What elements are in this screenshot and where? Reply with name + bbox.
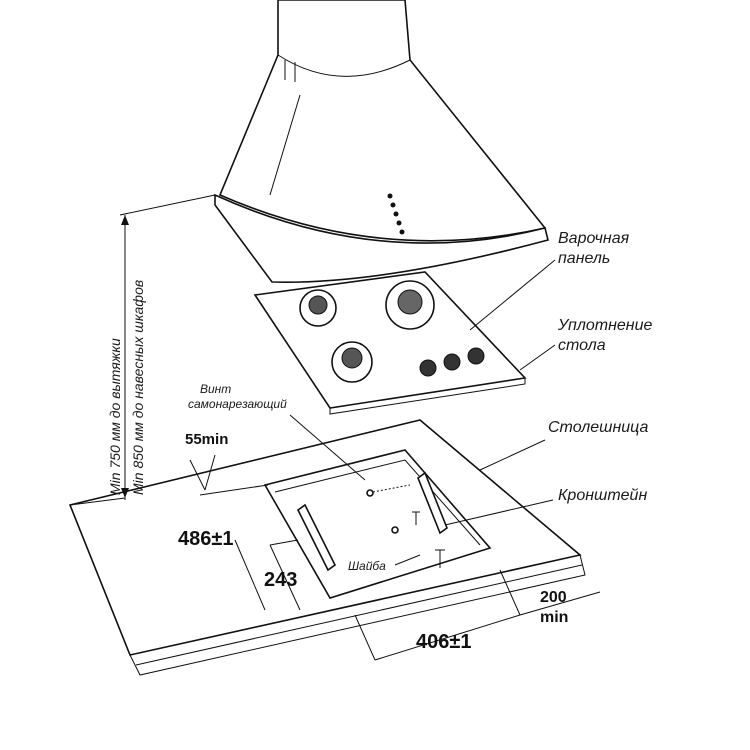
dim-cabinet-height: Min 850 мм до навесных шкафов: [130, 280, 146, 495]
dim-406-lines: [354, 569, 521, 661]
gas-hob: [253, 271, 527, 415]
dim-55min: 55min: [185, 431, 228, 448]
burner-icon: [299, 289, 337, 327]
dim-55-lines: [189, 454, 216, 491]
dim-406: 406±1: [416, 631, 471, 653]
dim-486-lines: [199, 484, 269, 611]
label-seal-1: Уплотнение: [557, 317, 653, 334]
label-hob-2: панель: [558, 250, 610, 267]
dim-200: 200: [540, 589, 567, 606]
hood-buttons-icon: [387, 193, 405, 235]
countertop: [68, 419, 586, 676]
dim-243-lines: [269, 539, 301, 611]
dim-200-min: min: [540, 609, 568, 626]
burner-icon: [331, 341, 373, 383]
label-seal-2: стола: [558, 337, 606, 354]
label-screw-2: самонарезающий: [188, 397, 287, 411]
bracket-icon: [296, 471, 448, 572]
label-countertop: Столешница: [548, 419, 648, 436]
height-dimension: [69, 194, 216, 506]
label-screw-1: Винт: [200, 382, 231, 396]
label-hob-1: Варочная: [558, 230, 630, 247]
range-hood: [214, 0, 549, 283]
label-bracket: Кронштейн: [558, 487, 647, 504]
dim-hood-height: Min 750 мм до вытяжки: [107, 338, 123, 495]
screw-icon: [366, 484, 445, 568]
dim-243: 243: [264, 569, 297, 591]
dim-486: 486±1: [178, 528, 233, 550]
label-washer: Шайба: [348, 559, 386, 573]
control-knob-icon: [419, 347, 485, 377]
dim-200-lines: [519, 591, 601, 616]
burner-icon: [385, 280, 435, 330]
